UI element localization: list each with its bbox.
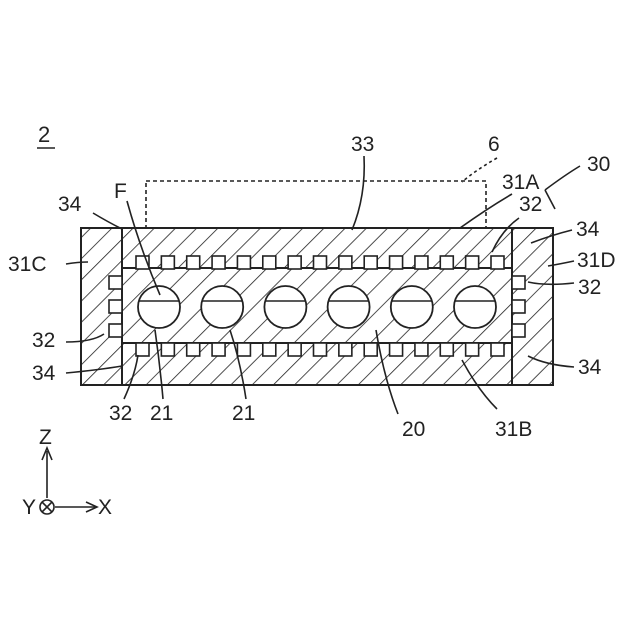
spacer-bottom-12 xyxy=(415,343,428,356)
leader-33 xyxy=(352,156,364,230)
label-21-b: 21 xyxy=(232,402,255,425)
spacer-top-9 xyxy=(339,256,352,269)
fiber-circle-4 xyxy=(328,286,370,328)
spacer-right-1 xyxy=(512,276,525,289)
label-34-right-bottom: 34 xyxy=(578,356,602,379)
leader-6 xyxy=(462,158,497,182)
spacer-right-3 xyxy=(512,324,525,337)
label-34-left-top: 34 xyxy=(58,193,82,216)
spacer-bottom-2 xyxy=(161,343,174,356)
spacer-left-3 xyxy=(109,324,122,337)
spacer-bottom-13 xyxy=(440,343,453,356)
label-34-right-top: 34 xyxy=(576,218,600,241)
spacer-bottom-14 xyxy=(466,343,479,356)
axis-label-z: Z xyxy=(39,426,52,449)
spacer-top-3 xyxy=(187,256,200,269)
leader-30 xyxy=(545,166,580,190)
spacer-top-4 xyxy=(212,256,225,269)
label-33: 33 xyxy=(351,133,374,156)
spacer-top-14 xyxy=(466,256,479,269)
spacer-top-13 xyxy=(440,256,453,269)
spacer-bottom-5 xyxy=(237,343,250,356)
spacer-top-10 xyxy=(364,256,377,269)
label-31A: 31A xyxy=(502,171,539,194)
dashed-outline-6 xyxy=(146,181,486,229)
coordinate-axes: Z Y X xyxy=(22,426,112,519)
spacer-top-6 xyxy=(263,256,276,269)
spacer-bottom-3 xyxy=(187,343,200,356)
label-20: 20 xyxy=(402,418,425,441)
label-21-a: 21 xyxy=(150,402,173,425)
spacer-top-8 xyxy=(314,256,327,269)
fiber-circle-3 xyxy=(264,286,306,328)
axis-label-x: X xyxy=(98,496,112,519)
label-F: F xyxy=(114,180,127,203)
spacer-bottom-8 xyxy=(314,343,327,356)
spacer-top-15 xyxy=(491,256,504,269)
spacer-left-1 xyxy=(109,276,122,289)
label-31B: 31B xyxy=(495,418,532,441)
label-6: 6 xyxy=(488,133,500,156)
spacer-top-2 xyxy=(161,256,174,269)
label-31D: 31D xyxy=(577,249,616,272)
label-30: 30 xyxy=(587,153,610,176)
figure-number: 2 xyxy=(38,122,50,147)
spacer-bottom-9 xyxy=(339,343,352,356)
spacer-top-7 xyxy=(288,256,301,269)
label-32-left: 32 xyxy=(32,329,55,352)
spacer-bottom-11 xyxy=(390,343,403,356)
spacer-bottom-15 xyxy=(491,343,504,356)
leader-30-tick xyxy=(545,190,555,209)
spacer-right-2 xyxy=(512,300,525,313)
label-32-right: 32 xyxy=(578,276,601,299)
label-31C: 31C xyxy=(8,253,47,276)
spacer-top-11 xyxy=(390,256,403,269)
spacer-top-12 xyxy=(415,256,428,269)
label-34-left-bottom: 34 xyxy=(32,362,56,385)
leader-34-left-top xyxy=(93,213,122,229)
label-32-bottom: 32 xyxy=(109,402,132,425)
label-32-top: 32 xyxy=(519,193,542,216)
spacer-bottom-10 xyxy=(364,343,377,356)
fiber-circle-2 xyxy=(201,286,243,328)
axis-label-y: Y xyxy=(22,496,36,519)
fiber-circle-5 xyxy=(391,286,433,328)
spacer-bottom-7 xyxy=(288,343,301,356)
spacer-bottom-1 xyxy=(136,343,149,356)
fiber-circle-6 xyxy=(454,286,496,328)
spacer-top-5 xyxy=(237,256,250,269)
spacer-bottom-6 xyxy=(263,343,276,356)
spacer-left-2 xyxy=(109,300,122,313)
spacer-bottom-4 xyxy=(212,343,225,356)
